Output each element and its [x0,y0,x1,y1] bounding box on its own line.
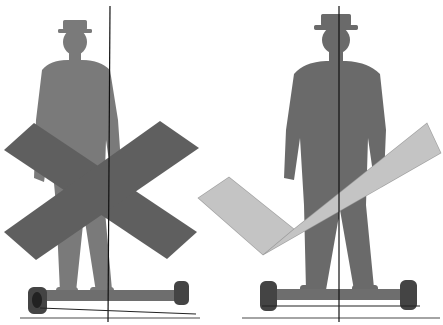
panel-right [198,6,441,322]
person-silhouette-right [284,14,386,294]
panel-left [4,6,200,322]
tilt-line-left [40,308,196,314]
